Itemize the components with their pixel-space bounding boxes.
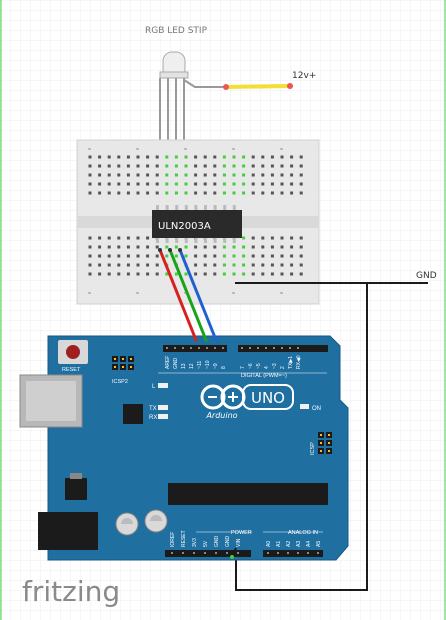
digital-pin-label: ~9 xyxy=(213,363,219,369)
digital-pin-label: 12 xyxy=(189,363,195,369)
digital-label: DIGITAL (PWM=~) xyxy=(241,373,287,379)
analog-pin-label: A0 xyxy=(266,541,272,547)
power-label: 12v+ xyxy=(292,71,316,81)
digital-pin-label: 2 xyxy=(280,366,286,369)
red-wire xyxy=(158,248,198,342)
digital-pin-label: 7 xyxy=(240,366,246,369)
uln2003a-chip: ULN2003A xyxy=(152,205,242,243)
chip-label: ULN2003A xyxy=(158,221,211,232)
digital-pin-label: 13 xyxy=(181,363,187,369)
fritzing-logo: fritzing xyxy=(22,575,120,608)
board-name: Arduino xyxy=(205,411,237,420)
board-model: UNO xyxy=(251,389,285,407)
digital-pin-label: ~3 xyxy=(272,363,278,369)
digital-pin-label: AREF xyxy=(165,356,171,369)
analog-pin-label: A2 xyxy=(286,541,292,547)
blue-wire xyxy=(178,248,218,342)
microcontroller-chip xyxy=(168,483,328,505)
dc-jack xyxy=(38,512,98,550)
power-wire xyxy=(224,84,292,89)
analog-pin-label: A3 xyxy=(296,541,302,547)
led-tx-label: TX xyxy=(149,406,157,412)
power-pin-label: VIN xyxy=(236,538,242,547)
power-pin-label: IOREF xyxy=(170,532,176,547)
icsp2-label: ICSP2 xyxy=(112,379,128,385)
digital-pin-label: ~11 xyxy=(197,361,203,369)
power-pin-label: GND xyxy=(214,536,220,548)
digital-pin-label: 8 xyxy=(221,366,227,369)
analog-pin-label: A4 xyxy=(306,541,312,547)
reset-label: RESET xyxy=(62,367,81,373)
power-pin-label: RESET xyxy=(181,530,187,547)
analog-header xyxy=(263,550,323,557)
arduino-uno-board: RESET ICSP2 L TX RX UNO Arduino ON ICSP xyxy=(19,335,349,561)
power-header xyxy=(165,550,251,557)
gnd-label: GND xyxy=(416,271,437,281)
analog-header-label: ANALOG IN xyxy=(288,530,318,536)
arduino-logo: UNO Arduino xyxy=(200,384,294,420)
digital-header-left xyxy=(163,345,227,352)
reset-button[interactable] xyxy=(66,345,80,359)
led-title: RGB LED STIP xyxy=(145,26,208,36)
on-label: ON xyxy=(312,406,321,412)
power-pin-label: 5V xyxy=(203,540,209,547)
icsp-label: ICSP xyxy=(310,442,316,455)
digital-pin-label: GND xyxy=(173,358,179,370)
green-wire xyxy=(168,248,208,342)
digital-pin-label: 4 xyxy=(264,366,270,369)
analog-pin-label: A1 xyxy=(276,541,282,547)
digital-pin-label: ~6 xyxy=(248,363,254,369)
power-pin-label: GND xyxy=(225,536,231,548)
digital-pin-label: ~5 xyxy=(256,363,262,369)
digital-pin-label: RX◀0 xyxy=(296,355,302,369)
led-l-label: L xyxy=(152,384,156,390)
digital-pin-label: ~10 xyxy=(205,360,211,369)
led-rx-label: RX xyxy=(149,415,157,421)
analog-pin-label: A5 xyxy=(316,541,322,547)
power-pin-label: 3V3 xyxy=(192,538,198,547)
digital-pin-label: TX▶1 xyxy=(288,356,294,369)
power-header-label: POWER xyxy=(231,530,252,536)
